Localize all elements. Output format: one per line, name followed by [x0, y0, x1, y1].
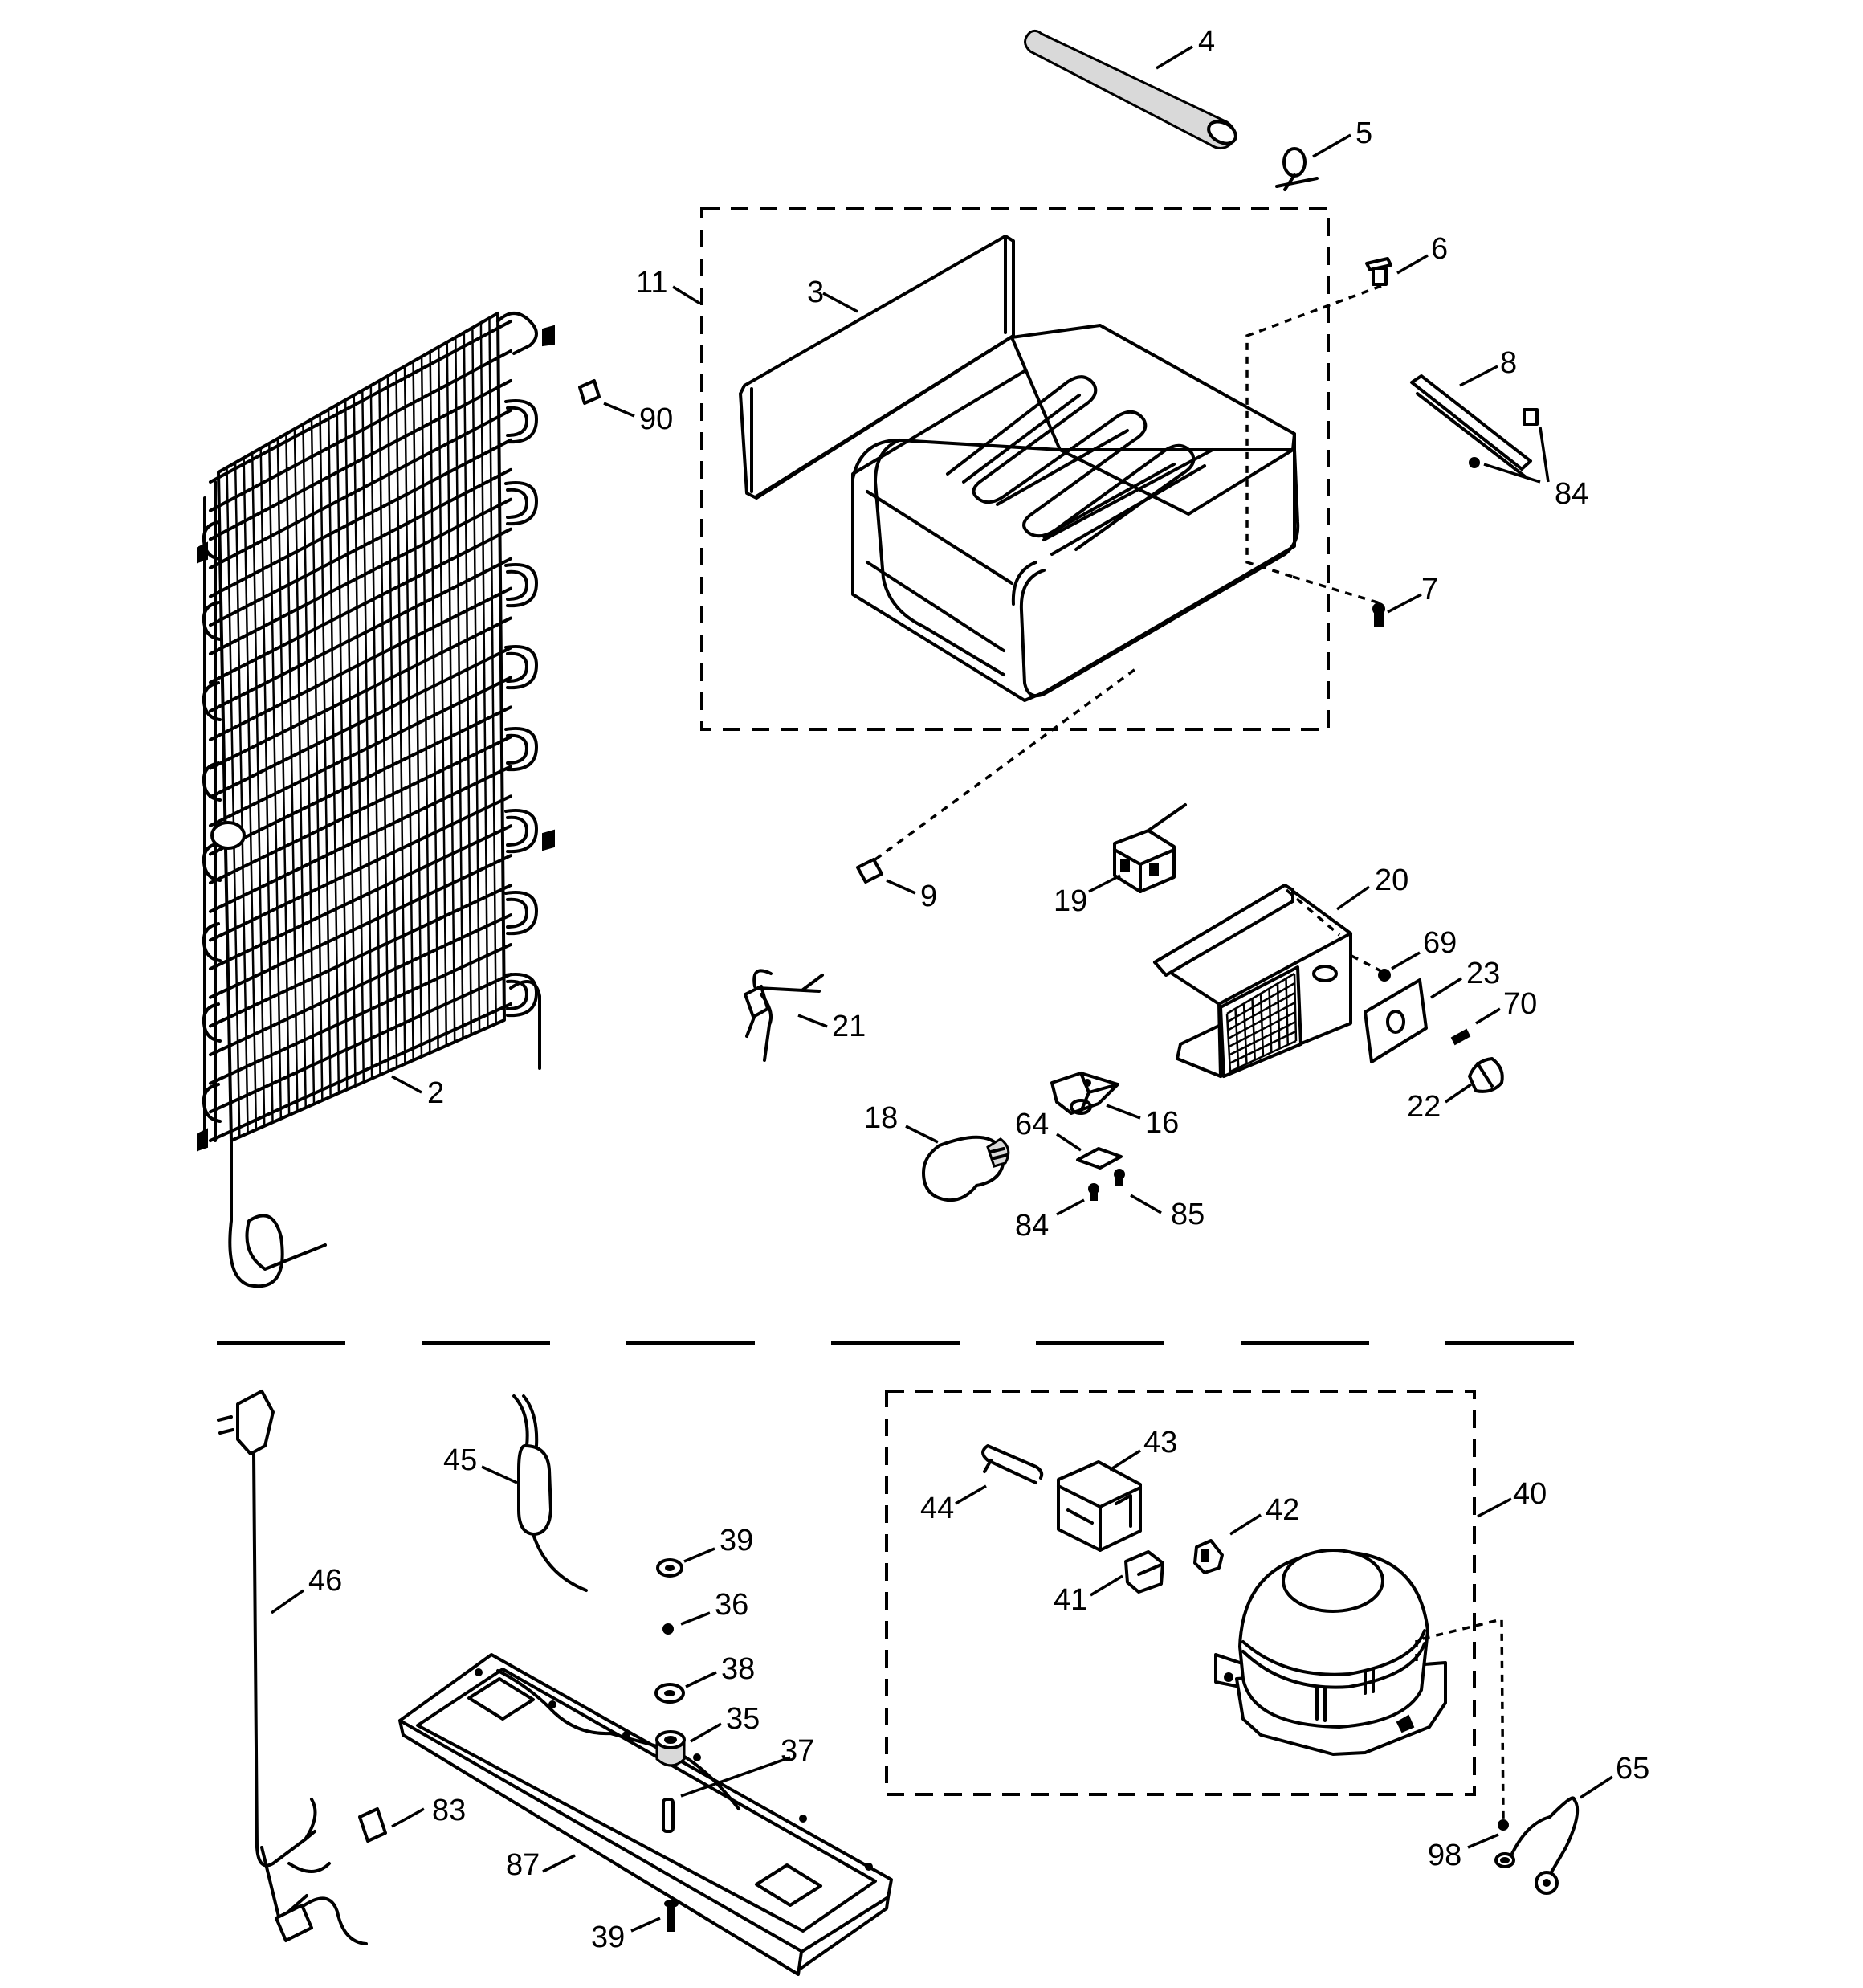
label-43: 43 [1143, 1426, 1177, 1459]
relay-part-43 [1057, 1460, 1142, 1552]
screw-part-84 [1469, 457, 1480, 468]
overload-part-41 [1124, 1550, 1164, 1594]
label-20: 20 [1375, 863, 1408, 897]
label-45: 45 [443, 1443, 477, 1477]
label-84-lower: 84 [1015, 1209, 1049, 1243]
label-23: 23 [1466, 957, 1500, 990]
label-3: 3 [807, 276, 824, 309]
screw-part-85 [1114, 1169, 1125, 1186]
label-42: 42 [1266, 1493, 1299, 1527]
compressor-group-box [885, 1390, 1476, 1796]
bracket-part-8 [1410, 374, 1539, 479]
washer-part-38 [654, 1683, 685, 1704]
bracket-part-64 [1076, 1147, 1123, 1170]
label-2: 2 [427, 1076, 444, 1110]
plug-part-9 [856, 858, 883, 884]
washer-part-39 [656, 1558, 683, 1578]
screw-part-6 [1365, 257, 1392, 286]
label-64: 64 [1015, 1108, 1049, 1141]
screw-part-98 [1498, 1819, 1509, 1831]
label-83: 83 [432, 1794, 466, 1827]
label-41: 41 [1054, 1583, 1087, 1617]
screw-part-39 [664, 1900, 679, 1932]
nut-part-36 [662, 1623, 674, 1635]
label-87: 87 [506, 1848, 540, 1882]
tube-part-37 [662, 1798, 675, 1833]
label-39-lower: 39 [591, 1921, 625, 1954]
label-21: 21 [832, 1010, 866, 1043]
label-19: 19 [1054, 884, 1087, 918]
label-36: 36 [715, 1588, 748, 1622]
condenser-coil-icon [197, 312, 555, 1288]
clip-part-90 [578, 379, 601, 405]
label-6: 6 [1431, 232, 1448, 266]
socket-part-16 [1050, 1072, 1119, 1115]
control-housing-part-20 [1153, 884, 1352, 1078]
label-39-upper: 39 [720, 1524, 753, 1557]
label-11: 11 [636, 266, 667, 300]
label-70: 70 [1503, 987, 1537, 1021]
label-40: 40 [1513, 1477, 1547, 1511]
clip-part-83 [358, 1807, 387, 1843]
label-4: 4 [1198, 25, 1215, 59]
compressor-icon [1214, 1549, 1447, 1756]
screw-part-70 [1450, 1028, 1471, 1046]
tube-part-4 [1024, 29, 1237, 149]
screw-part-84-lower [1088, 1183, 1099, 1201]
label-65: 65 [1616, 1752, 1649, 1786]
drain-pan-icon [398, 1653, 893, 1976]
heater-part-45 [512, 1394, 588, 1592]
label-90: 90 [639, 402, 673, 436]
label-18: 18 [864, 1101, 898, 1135]
label-38: 38 [721, 1652, 755, 1686]
grommet-part-35 [655, 1730, 686, 1767]
knob-part-22 [1468, 1057, 1504, 1093]
shield-part-3 [739, 235, 1015, 500]
screw-part-69 [1378, 969, 1391, 982]
harness-part-21 [744, 969, 824, 1062]
label-69: 69 [1423, 926, 1457, 960]
evaporator-group-box [700, 207, 1330, 731]
label-84-upper: 84 [1555, 477, 1588, 511]
label-7: 7 [1421, 573, 1438, 606]
ground-wire-part-65 [1494, 1796, 1580, 1895]
label-35: 35 [726, 1702, 760, 1736]
label-9: 9 [920, 880, 937, 913]
label-98: 98 [1428, 1839, 1461, 1872]
clip-part-5 [1275, 147, 1319, 191]
label-37: 37 [781, 1734, 814, 1768]
power-cord-icon [217, 1390, 368, 1945]
screw-part-7 [1372, 602, 1385, 627]
label-85: 85 [1171, 1198, 1205, 1231]
label-16: 16 [1145, 1106, 1179, 1140]
label-5: 5 [1355, 116, 1372, 150]
plate-part-23 [1364, 978, 1428, 1063]
evaporator-icon [851, 324, 1300, 702]
switch-part-19 [1113, 803, 1187, 893]
capacitor-part-42 [1193, 1539, 1224, 1574]
label-22: 22 [1407, 1090, 1441, 1124]
clip-part-44 [981, 1444, 1044, 1484]
label-44: 44 [920, 1492, 954, 1525]
label-46: 46 [308, 1564, 342, 1598]
label-8: 8 [1500, 346, 1517, 380]
light-bulb-icon [922, 1135, 1010, 1202]
